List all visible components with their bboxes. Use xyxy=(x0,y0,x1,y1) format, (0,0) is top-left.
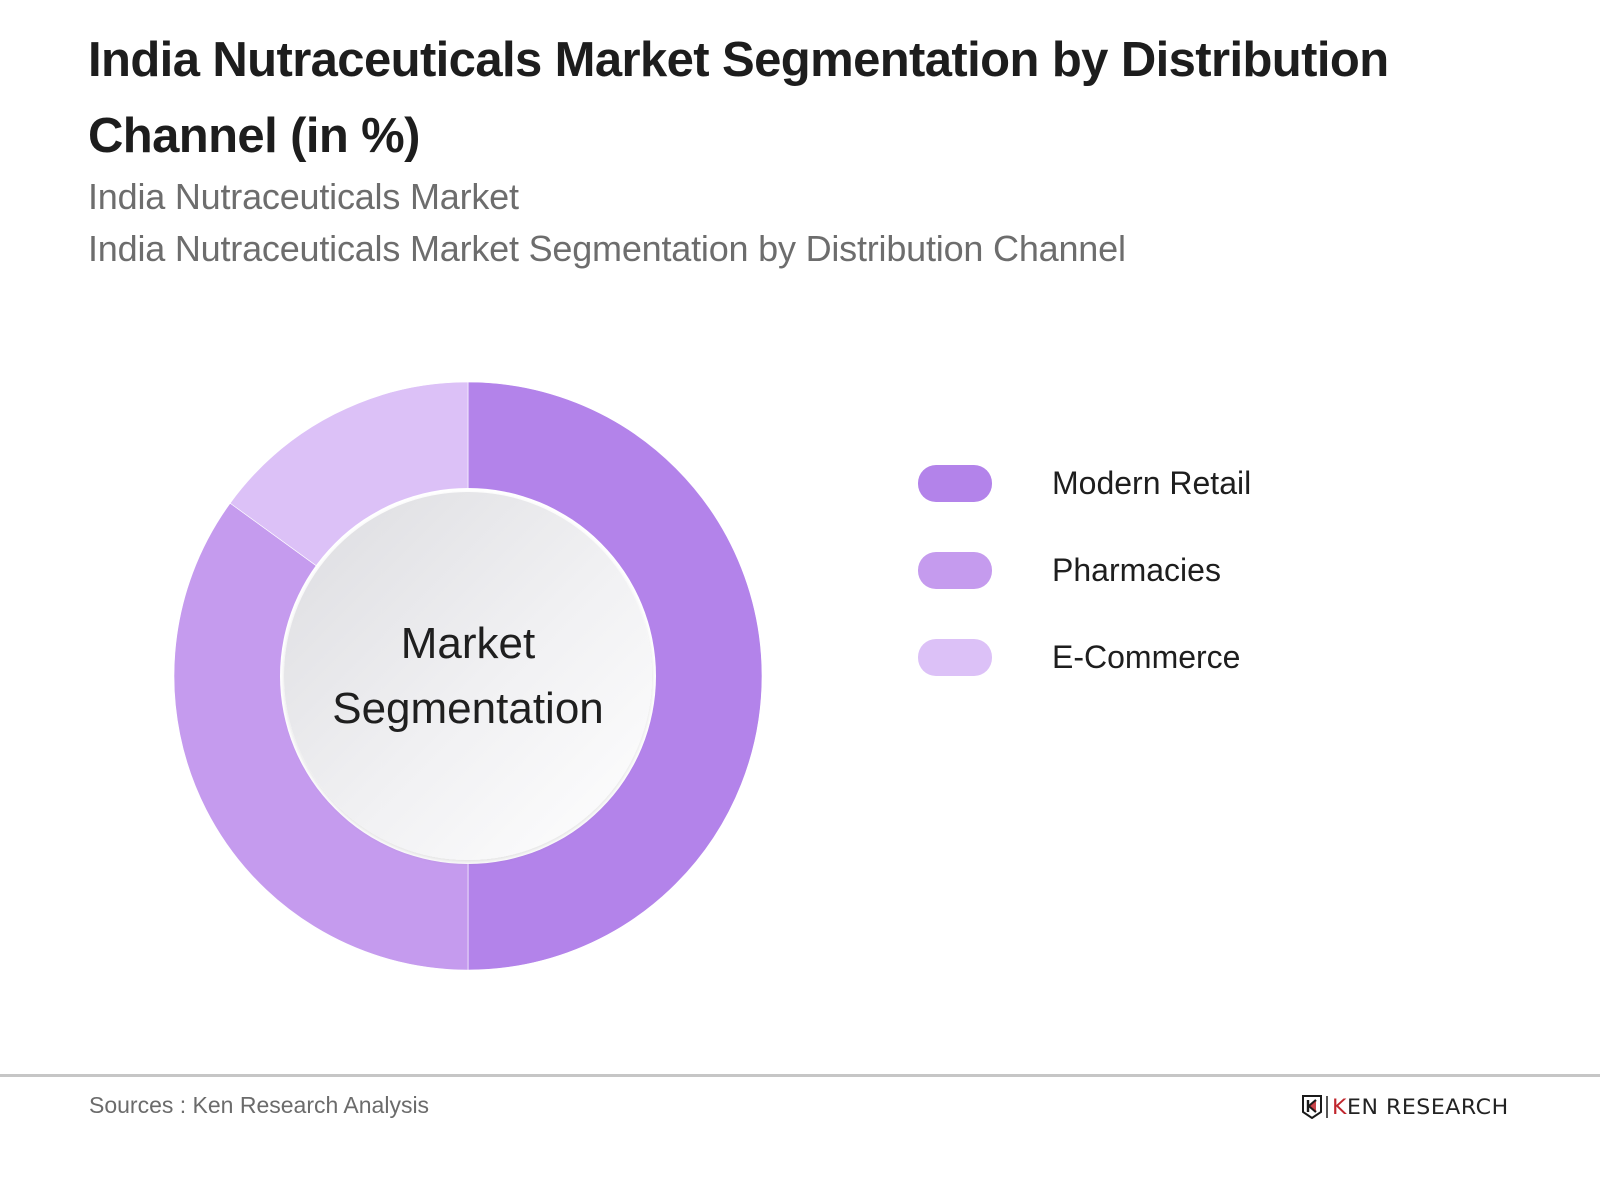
logo-wordmark-rest: EN RESEARCH xyxy=(1346,1095,1509,1119)
donut-chart: Market Segmentation xyxy=(173,381,763,971)
chart-legend: Modern Retail Pharmacies E-Commerce xyxy=(918,465,1251,726)
donut-hole xyxy=(284,492,652,860)
logo-separator xyxy=(1326,1096,1328,1118)
legend-item-pharmacies[interactable]: Pharmacies xyxy=(918,552,1251,589)
chart-subtitle-market: India Nutraceuticals Market xyxy=(88,176,519,217)
legend-label: Pharmacies xyxy=(1052,552,1221,588)
legend-label: Modern Retail xyxy=(1052,465,1252,501)
ken-research-shield-icon xyxy=(1302,1095,1322,1119)
legend-item-e-commerce[interactable]: E-Commerce xyxy=(918,639,1251,676)
logo-wordmark-k: K xyxy=(1332,1095,1347,1119)
donut-chart-svg xyxy=(173,381,763,971)
legend-label: E-Commerce xyxy=(1052,639,1241,675)
sources-note: Sources : Ken Research Analysis xyxy=(89,1092,430,1118)
legend-swatch-modern-retail xyxy=(918,465,992,502)
chart-title: India Nutraceuticals Market Segmentation… xyxy=(88,33,1389,163)
legend-item-modern-retail[interactable]: Modern Retail xyxy=(918,465,1251,502)
chart-subtitle-segmentation: India Nutraceuticals Market Segmentation… xyxy=(88,228,1126,269)
logo-wordmark: KEN RESEARCH xyxy=(1332,1095,1509,1119)
legend-swatch-e-commerce xyxy=(918,639,992,676)
footer-divider xyxy=(0,1074,1600,1077)
ken-research-logo: KEN RESEARCH xyxy=(1302,1095,1508,1119)
legend-swatch-pharmacies xyxy=(918,552,992,589)
